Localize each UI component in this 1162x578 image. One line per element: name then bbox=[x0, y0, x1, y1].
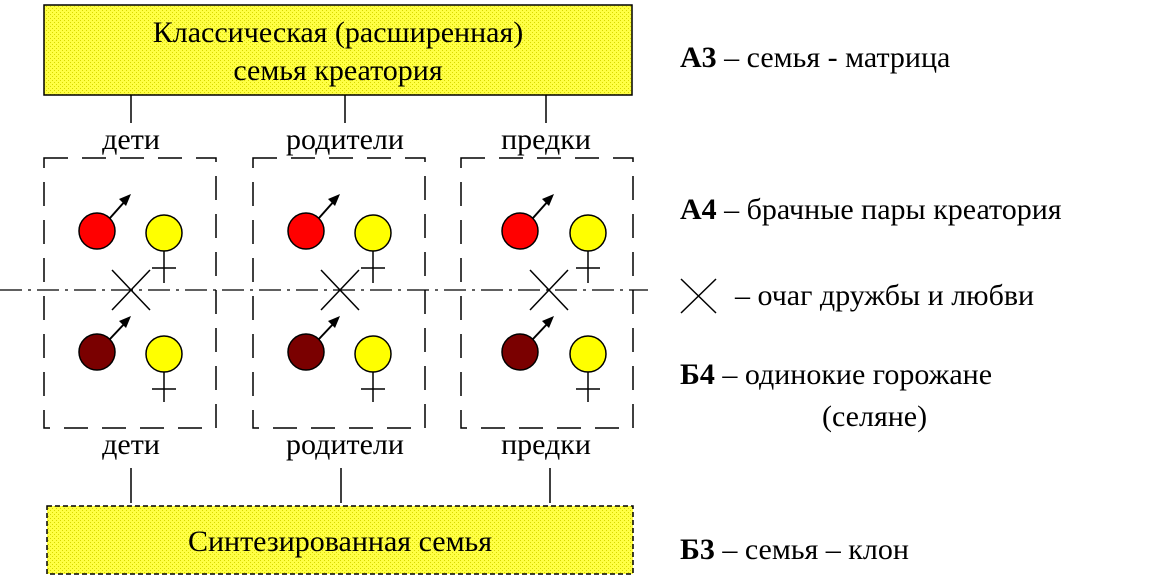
column-1-figures bbox=[287, 194, 392, 402]
male-icon bbox=[501, 316, 554, 371]
legend: А3 – семья - матрица А4 – брачные пары к… bbox=[680, 41, 1062, 566]
male-icon bbox=[501, 194, 554, 250]
female-icon bbox=[145, 214, 183, 283]
top-connectors bbox=[130, 95, 547, 123]
column-box-1 bbox=[252, 157, 426, 429]
female-icon bbox=[145, 335, 183, 402]
column-box-0 bbox=[43, 157, 217, 429]
female-icon bbox=[569, 214, 607, 283]
bottom-box: Синтезированная семья bbox=[46, 505, 634, 575]
female-icon bbox=[354, 214, 392, 283]
col-label-bottom-1: родители bbox=[286, 428, 404, 461]
legend-b4-sub: (селяне) bbox=[822, 400, 927, 433]
legend-b3: Б3 – семья – клон bbox=[680, 533, 909, 566]
col-label-top-1: родители bbox=[286, 123, 404, 156]
column-0-figures bbox=[78, 194, 183, 402]
col-label-top-2: предки bbox=[501, 123, 591, 156]
legend-hearth: – очаг дружбы и любви bbox=[720, 279, 1034, 312]
top-box: Классическая (расширенная) семья креатор… bbox=[43, 4, 633, 96]
male-icon bbox=[78, 194, 131, 250]
male-icon bbox=[287, 316, 340, 371]
male-icon bbox=[287, 194, 340, 250]
cross-icon bbox=[320, 269, 360, 311]
column-2-figures bbox=[501, 194, 607, 402]
col-label-bottom-0: дети bbox=[102, 428, 160, 461]
column-boxes bbox=[43, 157, 634, 429]
male-icon bbox=[78, 316, 131, 371]
legend-a3: А3 – семья - матрица bbox=[680, 41, 950, 74]
col-label-bottom-2: предки bbox=[501, 428, 591, 461]
legend-b4: Б4 – одинокие горожане bbox=[680, 358, 992, 391]
cross-icon bbox=[111, 269, 151, 311]
cross-icon bbox=[529, 269, 569, 311]
top-box-line1: Классическая (расширенная) bbox=[153, 16, 524, 49]
legend-a4: А4 – брачные пары креатория bbox=[680, 193, 1062, 226]
female-icon bbox=[569, 335, 607, 402]
cross-icon bbox=[680, 278, 717, 314]
bottom-box-text: Синтезированная семья bbox=[188, 525, 492, 558]
col-label-top-0: дети bbox=[102, 123, 160, 156]
bottom-connectors bbox=[130, 468, 551, 503]
top-box-line2: семья креатория bbox=[233, 54, 443, 87]
column-box-2 bbox=[460, 157, 634, 429]
female-icon bbox=[354, 335, 392, 402]
